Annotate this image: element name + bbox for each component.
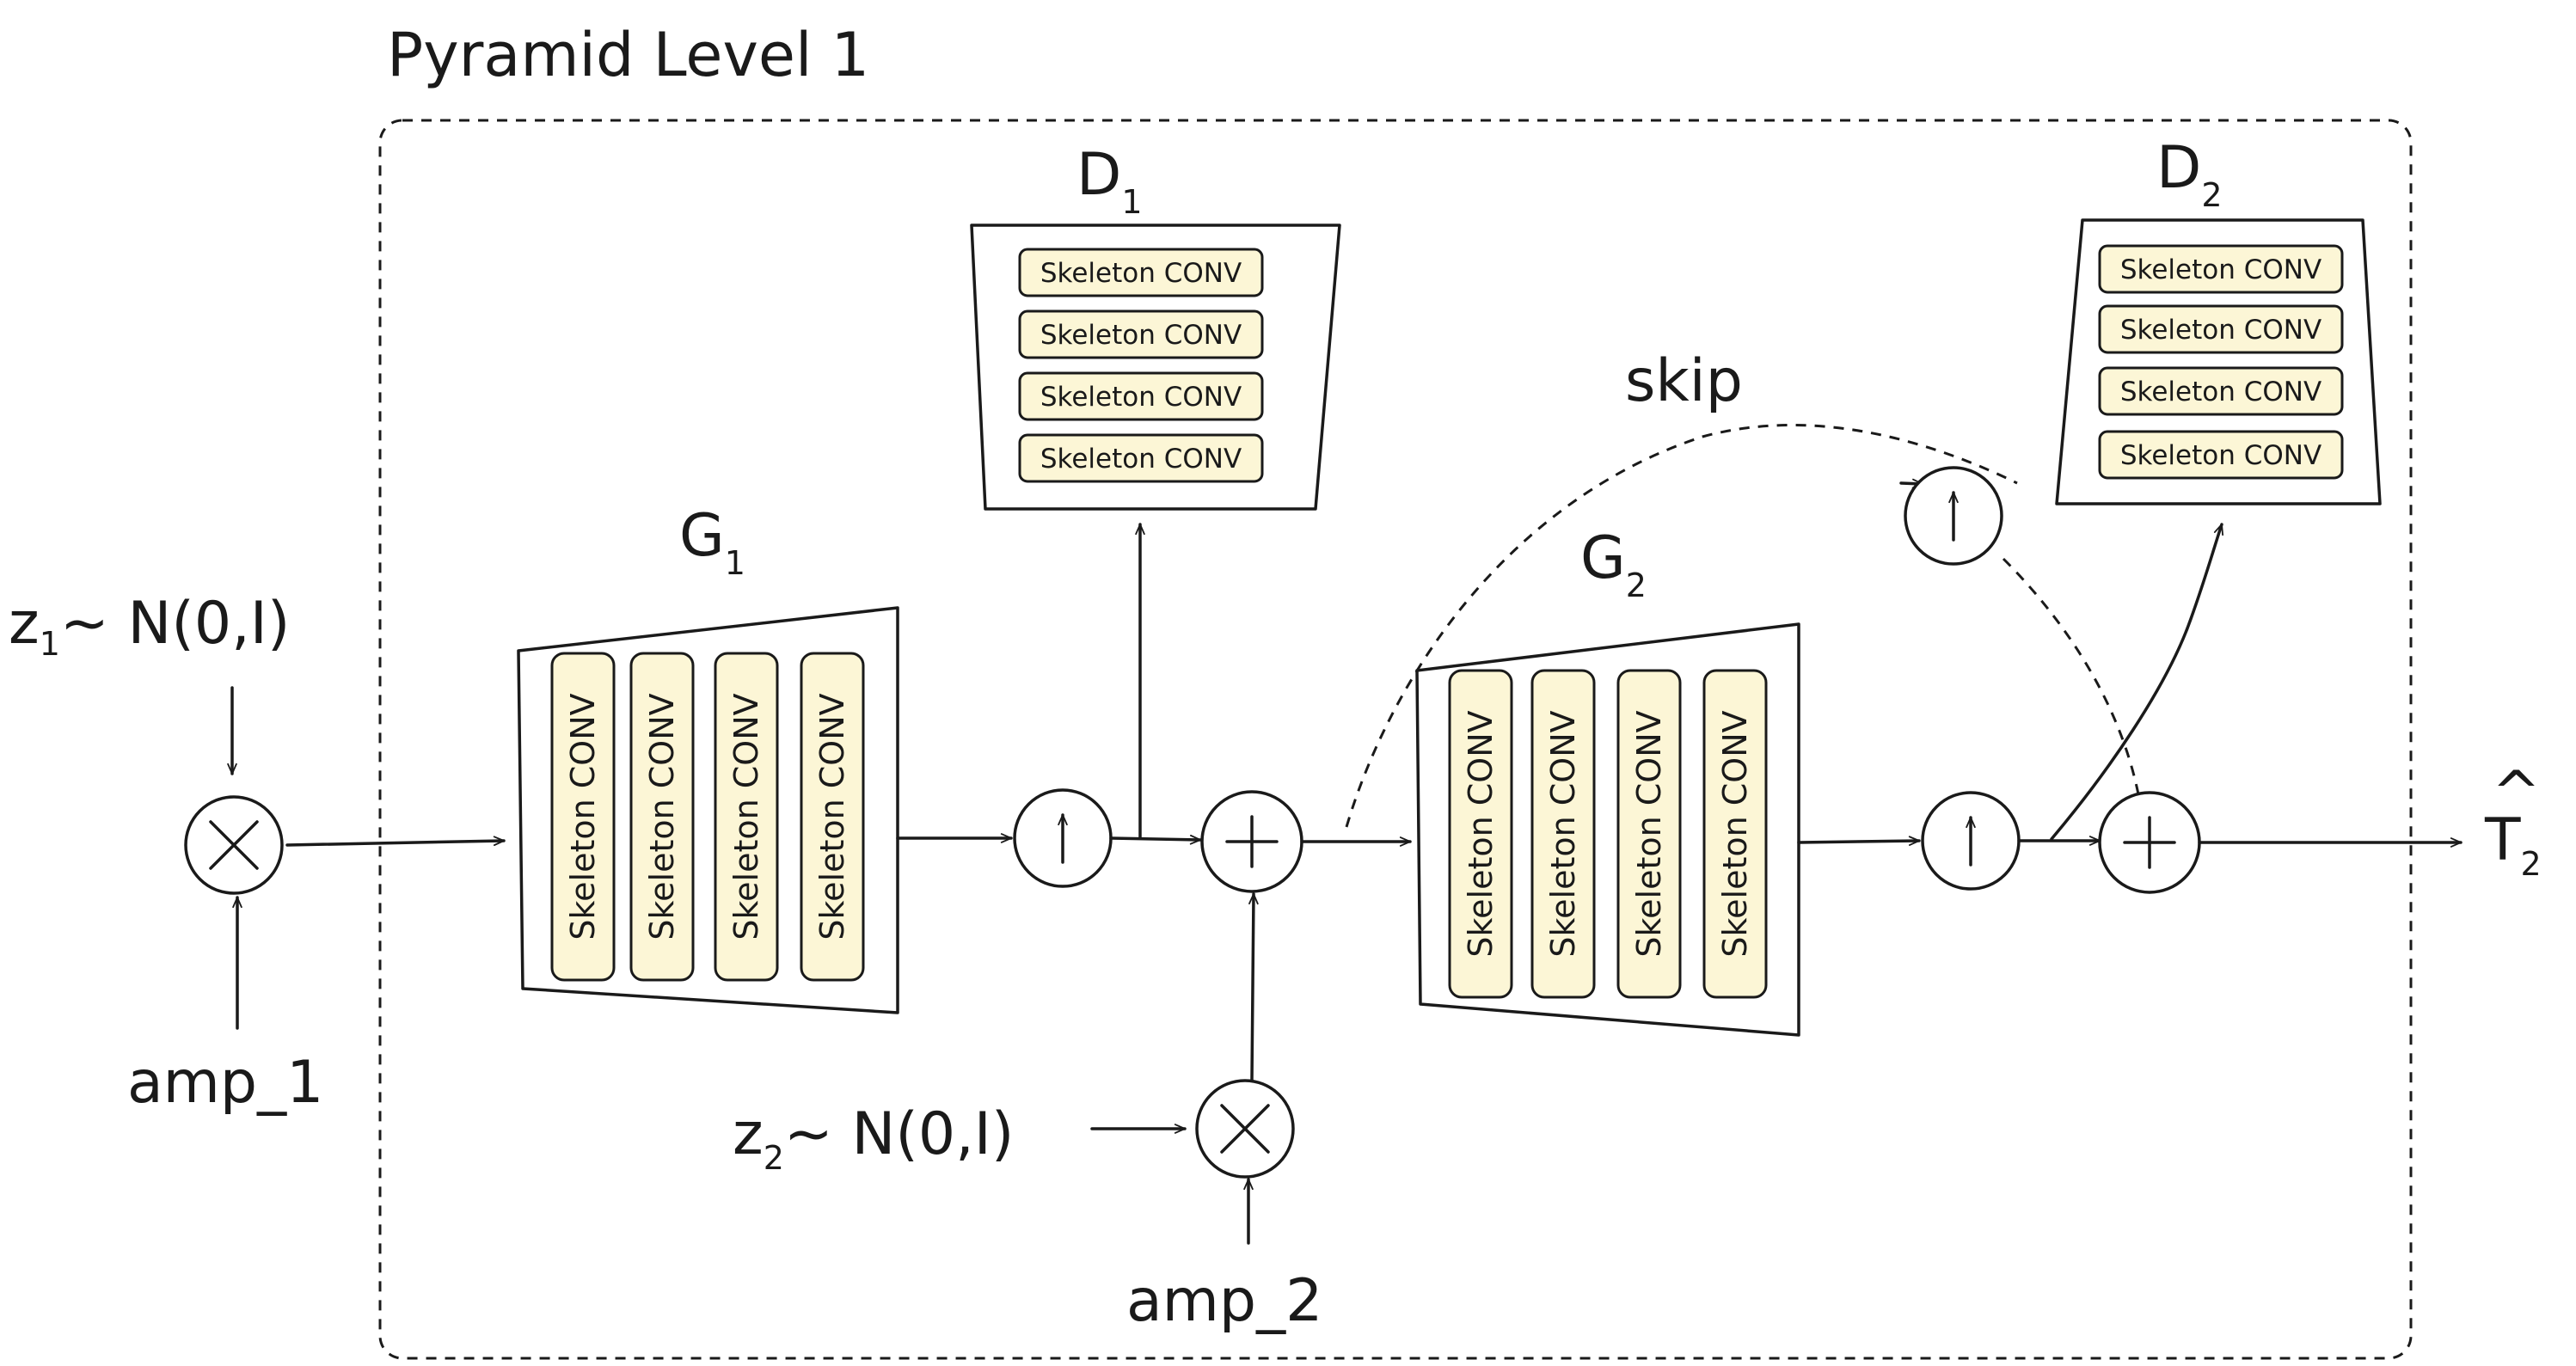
g2-block-4: Skeleton CONV [1702, 669, 1768, 999]
d1-block-2: Skeleton CONV [1018, 309, 1264, 359]
add-node-1 [1200, 790, 1303, 893]
g1-blocks: Skeleton CONV Skeleton CONV Skeleton CONV S… [550, 652, 865, 982]
multiply-node-2 [1195, 1079, 1295, 1179]
arrow-to-d2 [2050, 523, 2224, 841]
amp2-label: amp_2 [1126, 1267, 1322, 1335]
d1-blocks: Skeleton CONV Skeleton CONV Skeleton CONV S… [1018, 248, 1264, 483]
arrow-g2-to-upsample [1797, 836, 1921, 846]
d1-block-1: Skeleton CONV [1018, 248, 1264, 297]
block-label: Skeleton CONV [727, 693, 765, 940]
g1-block-1: Skeleton CONV [550, 652, 616, 982]
svg-text:^: ^ [2492, 759, 2541, 827]
arrow-multiply2-to-add [1248, 892, 1259, 1081]
g1-block-2: Skeleton CONV [629, 652, 695, 982]
block-label: Skeleton CONV [2120, 254, 2321, 285]
g1-trapezoid [517, 606, 899, 1014]
g2-block-1: Skeleton CONV [1448, 669, 1513, 999]
d2-blocks: Skeleton CONV Skeleton CONV Skeleton CONV S… [2098, 244, 2344, 480]
block-label: Skeleton CONV [1544, 710, 1582, 957]
z2-label: z2~ N(0,I) [733, 1100, 1014, 1177]
upsample-node-3 [1921, 791, 2021, 891]
svg-text:z1~ N(0,I): z1~ N(0,I) [9, 590, 290, 663]
svg-text:T2: T2 [2484, 806, 2542, 883]
d2-block-3: Skeleton CONV [2098, 366, 2344, 416]
block-label: Skeleton CONV [1040, 258, 1242, 289]
upsample-node-skip [1904, 466, 2003, 566]
svg-text:D1: D1 [1076, 141, 1143, 221]
block-label: Skeleton CONV [2120, 315, 2321, 346]
g1-label: G1 [679, 502, 745, 582]
g2-block-3: Skeleton CONV [1616, 669, 1682, 999]
block-label: Skeleton CONV [564, 693, 602, 940]
amp1-label: amp_1 [127, 1049, 323, 1117]
g2-label: G2 [1580, 524, 1647, 604]
pyramid-level-frame [378, 119, 2413, 1360]
g2-trapezoid [1415, 622, 1800, 1037]
svg-text:G2: G2 [1580, 524, 1647, 604]
d2-block-2: Skeleton CONV [2098, 304, 2344, 354]
multiply-node-1 [184, 795, 284, 895]
block-label: Skeleton CONV [1716, 710, 1754, 957]
skip-to-add-dashed [2002, 557, 2143, 809]
arrow-upsample-to-add [1109, 834, 1202, 845]
block-label: Skeleton CONV [1040, 382, 1242, 413]
d2-block-4: Skeleton CONV [2098, 430, 2344, 480]
svg-text:D2: D2 [2156, 134, 2223, 214]
g1-block-4: Skeleton CONV [800, 652, 865, 982]
arrow-to-g1 [285, 836, 506, 847]
svg-text:G1: G1 [679, 502, 745, 582]
block-label: Skeleton CONV [1630, 710, 1668, 957]
d2-trapezoid [2055, 218, 2382, 505]
skip-label: skip [1625, 347, 1743, 415]
d2-block-1: Skeleton CONV [2098, 244, 2344, 294]
g2-block-2: Skeleton CONV [1530, 669, 1596, 999]
block-label: Skeleton CONV [643, 693, 681, 940]
d1-trapezoid [970, 224, 1341, 511]
block-label: Skeleton CONV [813, 693, 851, 940]
block-label: Skeleton CONV [2120, 440, 2321, 471]
d1-block-4: Skeleton CONV [1018, 433, 1264, 483]
z1-label: z1~ N(0,I) [9, 590, 290, 663]
block-label: Skeleton CONV [1040, 320, 1242, 351]
d1-label: D1 [1076, 141, 1143, 221]
block-label: Skeleton CONV [2120, 377, 2321, 407]
block-label: Skeleton CONV [1462, 710, 1500, 957]
d1-block-3: Skeleton CONV [1018, 371, 1264, 421]
g2-blocks: Skeleton CONV Skeleton CONV Skeleton CONV S… [1448, 669, 1768, 999]
block-label: Skeleton CONV [1040, 444, 1242, 475]
svg-text:z2~ N(0,I): z2~ N(0,I) [733, 1100, 1014, 1177]
add-node-2 [2098, 791, 2201, 894]
upsample-node-1 [1013, 788, 1113, 888]
pyramid-level-title: Pyramid Level 1 [387, 20, 869, 90]
output-label: ^ T2 [2484, 759, 2542, 883]
d2-label: D2 [2156, 134, 2223, 214]
g1-block-3: Skeleton CONV [714, 652, 779, 982]
